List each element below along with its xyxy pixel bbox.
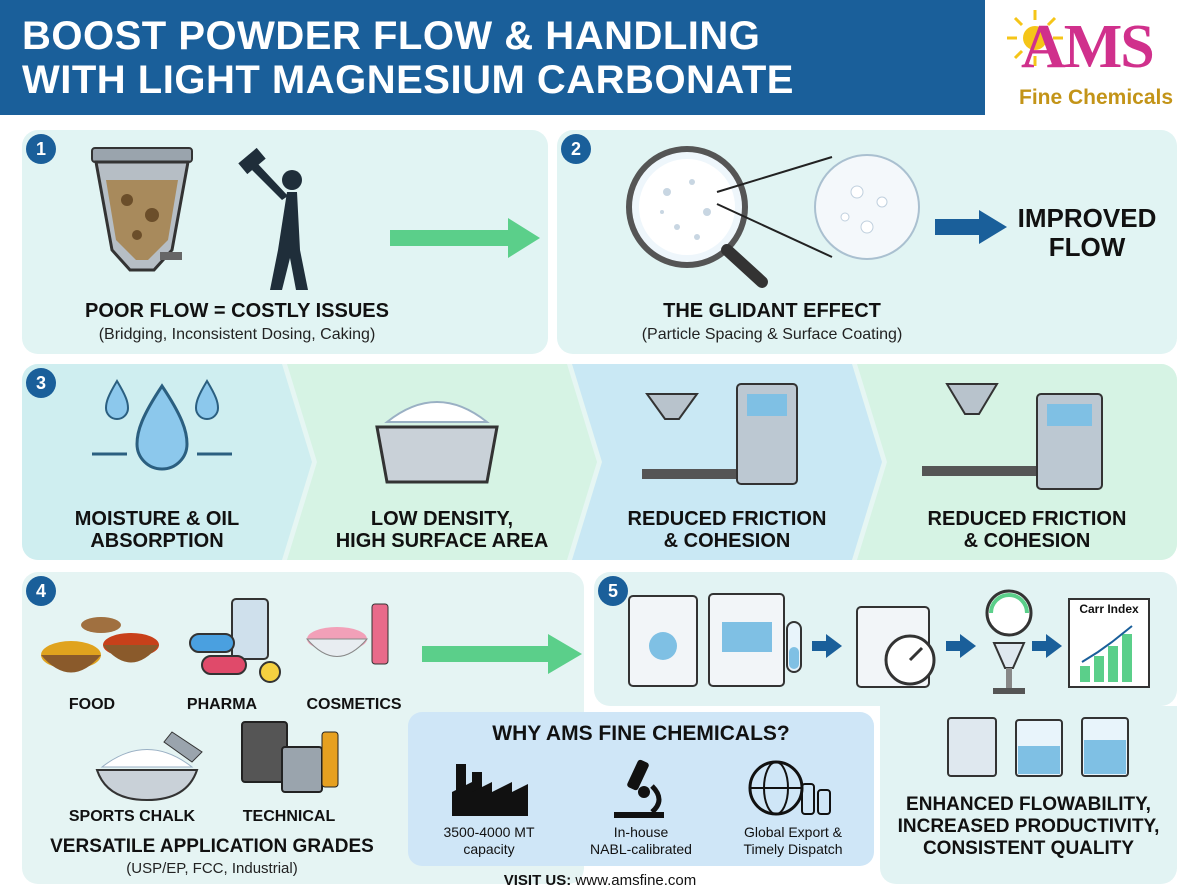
- website-link[interactable]: www.amsfine.com: [575, 872, 697, 889]
- why-item-capacity: 3500-4000 MT capacity: [414, 824, 564, 858]
- brand-logo: AMS Fine Chemicals: [985, 0, 1200, 115]
- why-item-capacity-line-2: capacity: [463, 841, 515, 857]
- step-1-badge: 1: [26, 134, 56, 164]
- clogged-hopper-icon: [91, 147, 308, 290]
- footer-label: VISIT US:: [503, 872, 572, 889]
- beakers-icon: [947, 717, 1129, 777]
- step-3-item-1-line-1: MOISTURE & OIL: [74, 508, 240, 530]
- grade-cosmetics: COSMETICS: [306, 696, 402, 713]
- arrow-right-icon: [390, 218, 540, 258]
- step-3-badge: 3: [26, 368, 56, 398]
- logo-brand-text: AMS: [1021, 13, 1155, 81]
- step-3-panel: 3 MOISTURE & OIL ABSORPTION LOW DENSITY,…: [22, 364, 1177, 560]
- arrow-right-icon: [946, 634, 976, 658]
- step-1-panel: 1 POOR FLOW = COSTLY ISSUES (Bridging, I…: [22, 130, 548, 354]
- logo-tagline: Fine Chemicals: [1019, 86, 1174, 109]
- chalk-bowl-icon: [95, 731, 203, 802]
- magnifier-particles-icon: [626, 146, 920, 288]
- arrow-right-icon: [935, 210, 1007, 244]
- step-2-panel: 2 IMPROVED FLOW THE GLIDANT EFFECT (Part…: [557, 130, 1177, 354]
- header-banner: BOOST POWDER FLOW & HANDLING WITH LIGHT …: [0, 0, 985, 115]
- globe-icon: [748, 760, 831, 816]
- why-item-nabl-line-1: In-house: [613, 824, 669, 840]
- step-3-item-2-line-2: HIGH SURFACE AREA: [335, 530, 549, 552]
- grade-sports-chalk: SPORTS CHALK: [68, 808, 196, 825]
- why-item-export-line-1: Global Export &: [743, 824, 843, 840]
- conveyor-machine-icon: [922, 383, 1103, 490]
- test-tube-icon: [786, 621, 802, 673]
- step-4-subtitle: (USP/EP, FCC, Industrial): [126, 860, 298, 877]
- step-3-item-3: REDUCED FRICTION & COHESION: [602, 508, 852, 552]
- grade-technical: TECHNICAL: [242, 808, 336, 825]
- paint-cans-icon: [241, 721, 339, 793]
- step-3-item-3-line-1: REDUCED FRICTION: [627, 508, 827, 530]
- title-line-2: WITH LIGHT MAGNESIUM CARBONATE: [22, 58, 794, 102]
- step-3-item-1-line-2: ABSORPTION: [90, 530, 224, 552]
- improved-flow-line-1: IMPROVED: [1017, 203, 1157, 233]
- why-item-nabl: In-house NABL-calibrated: [566, 824, 716, 858]
- spices-icon: [41, 617, 159, 673]
- water-drops-icon: [92, 379, 232, 471]
- step-3-item-2: LOW DENSITY, HIGH SURFACE AREA: [312, 508, 572, 552]
- arrow-right-icon: [812, 634, 842, 658]
- flow-meter-icon: [985, 589, 1033, 694]
- why-item-export-line-2: Timely Dispatch: [743, 841, 843, 857]
- step-2-badge: 2: [561, 134, 591, 164]
- step-4-title: VERSATILE APPLICATION GRADES: [50, 836, 374, 857]
- result-line-3: CONSISTENT QUALITY: [922, 838, 1135, 859]
- step-1-title: POOR FLOW = COSTLY ISSUES: [85, 300, 389, 322]
- arrow-right-icon: [422, 634, 582, 674]
- step-3-item-1: MOISTURE & OIL ABSORPTION: [42, 508, 272, 552]
- grade-food: FOOD: [68, 696, 116, 713]
- why-item-nabl-line-2: NABL-calibrated: [590, 841, 692, 857]
- factory-icon: [452, 764, 528, 816]
- step-3-item-2-line-1: LOW DENSITY,: [370, 508, 514, 530]
- step-3-item-4-line-1: REDUCED FRICTION: [927, 508, 1127, 530]
- result-line-1: ENHANCED FLOWABILITY,: [906, 794, 1151, 815]
- microscope-icon: [614, 759, 664, 818]
- bar-growth-icon: [1080, 625, 1133, 682]
- page-title: BOOST POWDER FLOW & HANDLING WITH LIGHT …: [22, 14, 794, 102]
- step-1-subtitle: (Bridging, Inconsistent Dosing, Caking): [98, 326, 376, 343]
- step-4-badge: 4: [26, 576, 56, 606]
- gauge-bag-icon: [856, 606, 936, 688]
- why-item-export: Global Export & Timely Dispatch: [718, 824, 868, 858]
- powder-bowl-icon: [375, 401, 499, 484]
- step-5-badge: 5: [598, 576, 628, 606]
- step-3-item-4: REDUCED FRICTION & COHESION: [902, 508, 1152, 552]
- title-line-1: BOOST POWDER FLOW & HANDLING: [22, 14, 761, 58]
- powder-bags-icon: [628, 593, 785, 687]
- why-ams-title: WHY AMS FINE CHEMICALS?: [492, 722, 790, 745]
- step-5-panel: 5 Carr Index: [594, 572, 1177, 706]
- grade-pharma: PHARMA: [186, 696, 258, 713]
- cosmetics-icon: [305, 603, 389, 665]
- arrow-right-icon: [1032, 634, 1062, 658]
- carr-index-chart: Carr Index: [1068, 598, 1150, 688]
- footer: VISIT US: www.amsfine.com: [0, 872, 1200, 889]
- sun-icon: [1007, 10, 1063, 66]
- step-5-results-panel: ENHANCED FLOWABILITY, INCREASED PRODUCTI…: [880, 706, 1177, 884]
- result-line-2: INCREASED PRODUCTIVITY,: [897, 816, 1160, 837]
- step-2-subtitle: (Particle Spacing & Surface Coating): [641, 326, 903, 343]
- pills-icon: [189, 598, 281, 683]
- why-item-capacity-line-1: 3500-4000 MT: [443, 824, 535, 840]
- carr-index-label: Carr Index: [1079, 602, 1139, 616]
- processing-machine-icon: [642, 383, 798, 485]
- improved-flow-label: IMPROVED FLOW: [1012, 204, 1162, 262]
- improved-flow-line-2: FLOW: [1048, 232, 1126, 262]
- step-2-title: THE GLIDANT EFFECT: [663, 300, 881, 322]
- step-3-item-3-line-2: & COHESION: [663, 530, 791, 552]
- step-5-results: ENHANCED FLOWABILITY, INCREASED PRODUCTI…: [880, 794, 1177, 860]
- step-3-item-4-line-2: & COHESION: [963, 530, 1091, 552]
- why-ams-box: WHY AMS FINE CHEMICALS? 3500-4000 MT cap…: [408, 712, 874, 866]
